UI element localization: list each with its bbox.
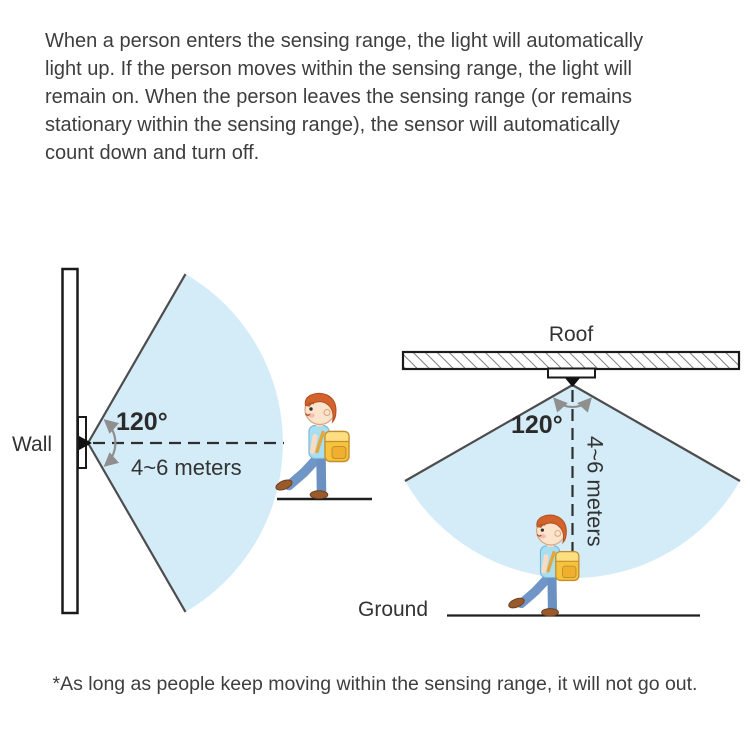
description-line: light up. If the person moves within the… <box>45 58 632 80</box>
angle-value-label: 120° <box>116 408 168 436</box>
footnote-text: *As long as people keep moving within th… <box>52 673 698 695</box>
angle-value-label: 120° <box>511 411 563 439</box>
wall-label: Wall <box>12 433 52 456</box>
description-line: When a person enters the sensing range, … <box>45 30 644 52</box>
description-line: remain on. When the person leaves the se… <box>45 86 632 108</box>
roof-sensor <box>547 367 596 379</box>
angle-arc-arrow <box>103 419 120 467</box>
roof-label: Roof <box>549 323 594 346</box>
description-line: count down and turn off. <box>45 142 260 164</box>
sensing-area-fan <box>88 274 283 612</box>
sensor-emitter-tip <box>565 378 580 387</box>
roof-mount-diagram: Roof 120° 4~6 meters Ground <box>358 323 741 621</box>
description-line: stationary within the sensing range), th… <box>45 114 620 136</box>
range-value-label: 4~6 meters <box>583 436 608 547</box>
range-value-label: 4~6 meters <box>131 455 242 480</box>
angle-arc-arrow <box>553 397 592 413</box>
roof-slab-hatching <box>401 350 741 371</box>
sensing-area-edges <box>404 384 741 482</box>
sensing-area-edges <box>87 273 187 613</box>
walking-person <box>275 393 349 498</box>
sensor-emitter-tip <box>79 436 92 450</box>
ground-label: Ground <box>358 598 428 621</box>
wall <box>61 267 79 615</box>
wall-mount-diagram: 120° 4~6 meters Wall <box>12 267 372 615</box>
description-paragraph: When a person enters the sensing range, … <box>45 27 720 167</box>
